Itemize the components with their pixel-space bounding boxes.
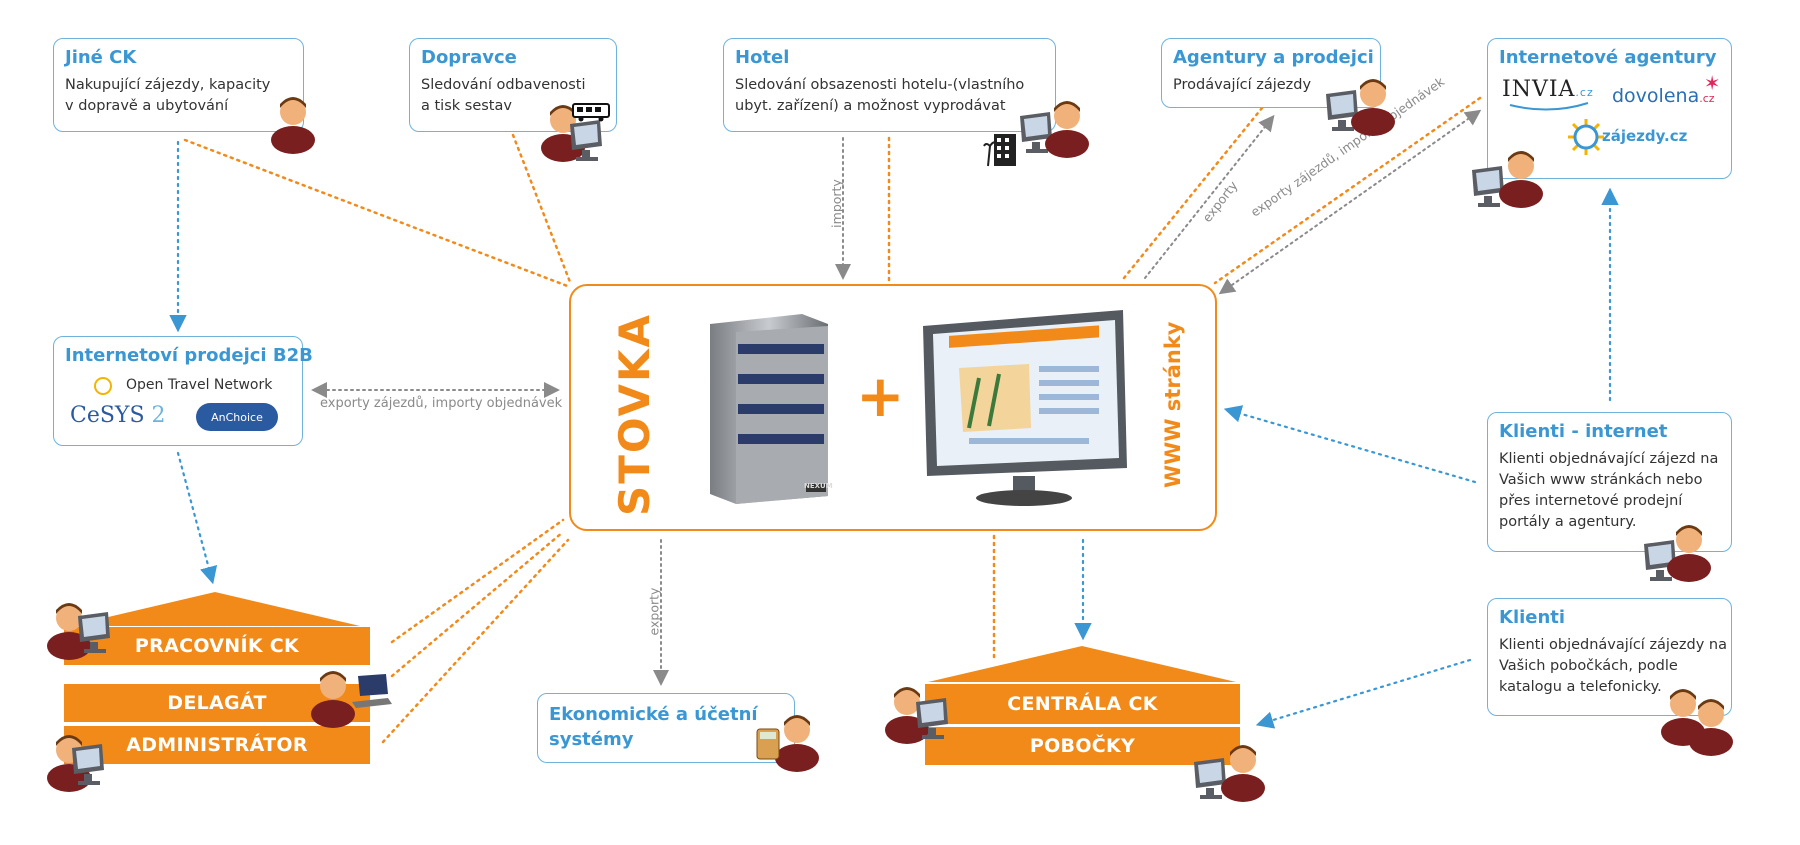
right-house-roof <box>928 646 1236 682</box>
monitor-icon <box>916 698 948 739</box>
calculator-icon <box>756 728 780 760</box>
server-brand: NEXUM <box>804 482 833 490</box>
box-title: Klienti - internet <box>1499 421 1668 442</box>
box-desc: Klienti objednávající zájezdy na Vašich … <box>1499 637 1727 695</box>
box-desc: Nakupující zájezdy, kapacity v dopravě a… <box>65 77 271 114</box>
couple-icon <box>1667 525 1711 582</box>
plus-sign: + <box>856 362 905 430</box>
line-pracovnik-stovka <box>390 518 565 644</box>
person-icon <box>271 97 315 154</box>
arrow-klienti-pobocky <box>1255 658 1472 729</box>
label-b2b-link: exporty zájezdů, importy objednávek <box>320 396 563 411</box>
monitor-icon <box>570 120 602 161</box>
box-title: Hotel <box>735 47 790 68</box>
arrow-b2b-pracovnik <box>176 451 218 585</box>
band-administrator: ADMINISTRÁTOR <box>64 726 370 764</box>
line-agentury-stovka <box>1122 106 1264 280</box>
left-house-roof <box>70 592 360 626</box>
label-importy: importy <box>828 179 844 228</box>
line-jineck-stovka <box>183 138 572 289</box>
box-desc: Klienti objednávající zájezd na Vašich w… <box>1499 451 1719 530</box>
band-pobocky: POBOČKY <box>925 727 1240 765</box>
box-title: Ekonomické a účetní systémy <box>549 704 758 750</box>
arrow-export-intagentury <box>1218 109 1482 295</box>
headset-person-icon <box>1499 151 1543 208</box>
star-icon: ✶ <box>1703 71 1721 95</box>
sun-icon <box>1568 119 1604 155</box>
person-icon <box>1351 79 1395 136</box>
box-title: Agentury a prodejci <box>1173 47 1374 68</box>
box-klienti: Klienti Klienti objednávající zájezdy na… <box>1487 598 1732 716</box>
headset-person-icon <box>1221 745 1265 802</box>
laptop-icon <box>352 674 392 708</box>
person-icon <box>1045 101 1089 158</box>
box-title: Dopravce <box>421 47 517 68</box>
monitor-icon <box>919 308 1129 508</box>
box-title: Internetoví prodejci B2B <box>65 345 313 366</box>
box-ekonomicke: Ekonomické a účetní systémy <box>537 693 795 763</box>
box-desc: Prodávající zájezdy <box>1173 77 1312 93</box>
box-hotel: Hotel Sledování obsazenosti hotelu-(vlas… <box>723 38 1056 132</box>
line-delegat-stovka <box>390 530 565 678</box>
hotel-icon <box>983 134 1016 167</box>
bus-icon <box>572 103 610 122</box>
invia-logo: INVIA.cz <box>1502 77 1594 111</box>
cesys-logo: CeSYS 2 <box>70 403 166 428</box>
arrow-klientiint-www <box>1223 405 1477 484</box>
stovka-panel: STOVKA NEXUM + WWW stránky <box>569 284 1217 531</box>
family-icon <box>1689 699 1733 756</box>
box-b2b: Internetoví prodejci B2B Open Travel Net… <box>53 336 313 446</box>
band-pracovnik: PRACOVNÍK CK <box>64 627 370 665</box>
dovolena-logo: dovolena.cz ✶ <box>1612 71 1721 107</box>
arrow-export-agentury <box>1144 114 1275 279</box>
band-centrala: CENTRÁLA CK <box>925 684 1240 724</box>
box-agentury: Agentury a prodejci Prodávající zájezdy <box>1161 38 1381 108</box>
anchoice-logo: AnChoice <box>196 403 278 431</box>
server-icon: NEXUM <box>706 314 833 504</box>
label-exporty-bottom: exporty <box>646 587 662 636</box>
box-title: Internetové agentury <box>1499 47 1717 68</box>
box-desc: Sledování odbavenosti a tisk sestav <box>421 77 586 114</box>
box-title: Jiné CK <box>65 47 137 68</box>
box-jine-ck: Jiné CK Nakupující zájezdy, kapacity v d… <box>53 38 304 132</box>
box-title: Klienti <box>1499 607 1566 628</box>
delegate-icon <box>311 671 355 728</box>
stovka-label: STOVKA <box>610 312 660 517</box>
monitor-icon <box>78 612 110 653</box>
monitor-icon <box>72 744 104 785</box>
line-dopravce-stovka <box>511 133 572 284</box>
otn-icon <box>94 377 112 395</box>
www-label: WWW stránky <box>1161 321 1185 488</box>
box-desc: Sledování obsazenosti hotelu-(vlastního … <box>735 77 1025 114</box>
otn-logo: Open Travel Network <box>126 377 273 393</box>
